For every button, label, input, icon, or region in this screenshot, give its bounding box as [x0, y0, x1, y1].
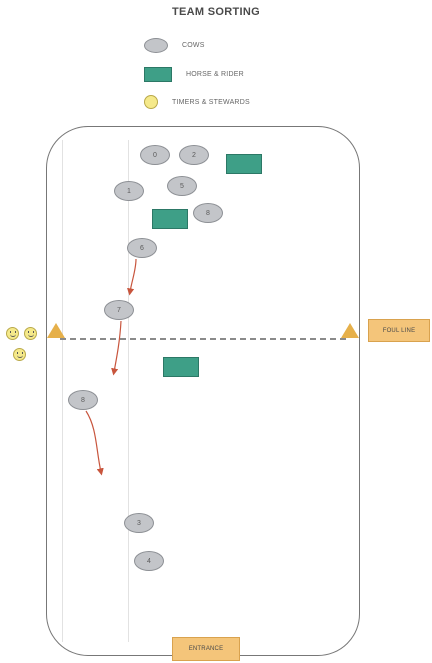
- fence-line-left: [62, 140, 63, 642]
- arrow-path-2: [111, 320, 122, 376]
- cow-1: 0: [140, 145, 170, 165]
- legend-horse-rider: HORSE & RIDER: [144, 64, 244, 84]
- timer-face-icon: [24, 327, 37, 340]
- foul-line-divider: [60, 338, 346, 340]
- foul-line-sign: FOUL LINE: [368, 319, 430, 342]
- cow-10: 4: [134, 551, 164, 571]
- timer-face-icon: [6, 327, 19, 340]
- cow-9: 3: [124, 513, 154, 533]
- fence-line-center: [128, 140, 129, 642]
- cow-4: 5: [167, 176, 197, 196]
- horse-legend-swatch: [144, 66, 172, 82]
- cow-5: 8: [193, 203, 223, 223]
- arrow-path-1: [127, 258, 137, 296]
- legend-cows-label: COWS: [182, 41, 205, 49]
- cow-2: 2: [179, 145, 209, 165]
- legend-timers-label: TIMERS & STEWARDS: [172, 98, 250, 106]
- cow-7: 7: [104, 300, 134, 320]
- horse-rider-1: [226, 154, 262, 174]
- horse-rider-2: [152, 209, 188, 229]
- cow-legend-swatch: [144, 37, 168, 53]
- diagram-title: TEAM SORTING: [172, 6, 260, 18]
- cone-left-icon: [47, 323, 65, 338]
- legend-horse-rider-label: HORSE & RIDER: [186, 70, 244, 78]
- timer-face-icon: [13, 348, 26, 361]
- cow-6: 6: [127, 238, 157, 258]
- arrow-path-3: [85, 410, 104, 476]
- legend-timers: TIMERS & STEWARDS: [144, 92, 250, 112]
- cow-3: 1: [114, 181, 144, 201]
- legend-cows: COWS: [144, 35, 205, 55]
- entrance-sign: ENTRANCE: [172, 637, 240, 661]
- smiley-icon: [144, 95, 158, 109]
- horse-rider-3: [163, 357, 199, 377]
- cow-8: 8: [68, 390, 98, 410]
- cone-right-icon: [341, 323, 359, 338]
